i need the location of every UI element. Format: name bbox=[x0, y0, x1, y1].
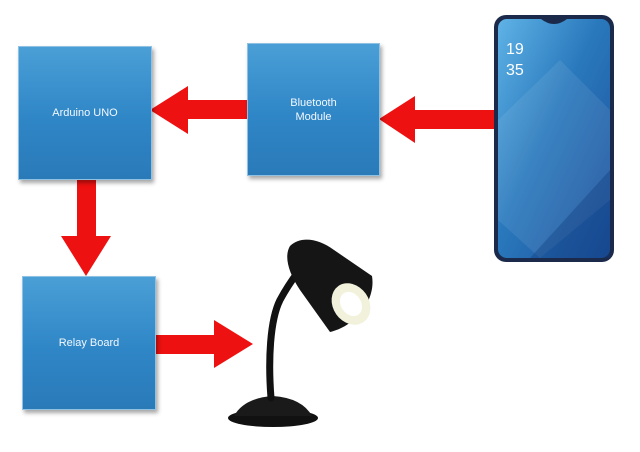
phone-clock-hour: 19 bbox=[506, 41, 524, 58]
arrow-arduino-to-relay bbox=[61, 178, 111, 276]
relay-board-block: Relay Board bbox=[22, 276, 156, 410]
smartphone-icon: 19 35 bbox=[494, 15, 614, 262]
arrow-relay-to-lamp bbox=[155, 320, 253, 368]
arrow-bluetooth-to-arduino bbox=[150, 86, 248, 134]
phone-clock-minute: 35 bbox=[506, 62, 524, 79]
arduino-uno-block: Arduino UNO bbox=[18, 46, 152, 180]
bluetooth-module-block: Bluetooth Module bbox=[247, 43, 380, 176]
desk-lamp-icon bbox=[228, 239, 373, 427]
arduino-uno-label: Arduino UNO bbox=[52, 107, 118, 119]
bluetooth-module-label: Bluetooth Module bbox=[290, 96, 337, 123]
arrow-phone-to-bluetooth bbox=[379, 96, 494, 143]
relay-board-label: Relay Board bbox=[58, 337, 120, 349]
